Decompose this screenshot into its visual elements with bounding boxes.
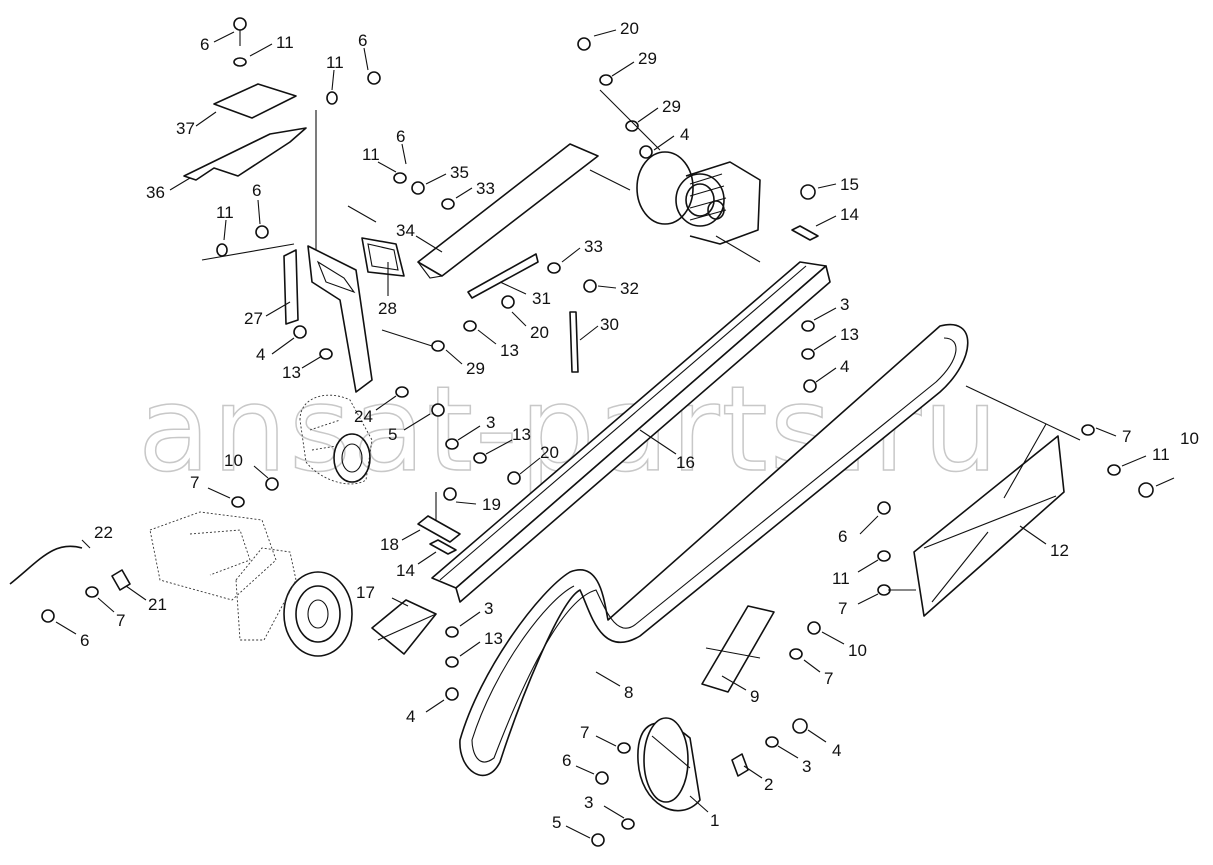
guard-9: [701, 605, 775, 693]
callout-label: 17: [356, 583, 375, 602]
callout-label: 10: [224, 451, 243, 470]
callout-label: 4: [840, 357, 849, 376]
callout-label: 33: [476, 179, 495, 198]
plate-14-upper: [791, 225, 819, 241]
callout-label: 4: [680, 125, 689, 144]
callout-label: 29: [466, 359, 485, 378]
callout-label: 6: [562, 751, 571, 770]
key-2: [731, 753, 749, 777]
callout-label: 11: [362, 145, 380, 164]
callout-label: 4: [256, 345, 265, 364]
winch-assembly: [636, 151, 761, 245]
callout-label: 30: [600, 315, 619, 334]
callout-label: 7: [116, 611, 125, 630]
bracket-frame: [307, 245, 373, 393]
callout-label: 28: [378, 299, 397, 318]
callout-label: 11: [216, 203, 234, 222]
callout-label: 16: [676, 453, 695, 472]
belt-8: [459, 323, 969, 777]
callout-label: 6: [838, 527, 847, 546]
callout-label: 3: [484, 599, 493, 618]
callout-label: 13: [840, 325, 859, 344]
callout-label: 14: [840, 205, 859, 224]
bracket-17: [371, 599, 437, 655]
callout-label: 6: [358, 31, 367, 50]
callout-label: 6: [200, 35, 209, 54]
callout-label: 3: [584, 793, 593, 812]
callout-label: 7: [838, 599, 847, 618]
callout-label: 6: [80, 631, 89, 650]
callout-label: 7: [190, 473, 199, 492]
callout-label: 18: [380, 535, 399, 554]
callout-label: 4: [832, 741, 841, 760]
bracket-27: [283, 249, 299, 325]
callout-label: 20: [530, 323, 549, 342]
callout-label: 22: [94, 523, 113, 542]
callout-label: 36: [146, 183, 165, 202]
callout-label: 11: [832, 569, 850, 588]
callout-label: 2: [764, 775, 773, 794]
rod-30: [569, 311, 579, 373]
callout-label: 8: [624, 683, 633, 702]
callout-label: 7: [1122, 427, 1131, 446]
hose-22: [9, 545, 83, 585]
drive-hub-ghost: [149, 511, 353, 657]
callout-label: 11: [276, 33, 294, 52]
callout-label: 11: [326, 53, 344, 72]
callout-label: 27: [244, 309, 263, 328]
callout-label: 32: [620, 279, 639, 298]
bracket-18: [417, 515, 461, 543]
callout-label: 34: [396, 221, 415, 240]
callout-label: 13: [484, 629, 503, 648]
tube-34: [417, 143, 599, 277]
callout-label: 31: [532, 289, 551, 308]
callout-label: 20: [620, 19, 639, 38]
callout-label: 5: [552, 813, 561, 832]
callout-label: 3: [486, 413, 495, 432]
callout-labels: 6 11 11 6 37 36 11 6 35 33 11 6 34 27 28…: [55, 19, 1199, 839]
callout-label: 10: [848, 641, 867, 660]
callout-label: 3: [802, 757, 811, 776]
callout-label: 12: [1050, 541, 1069, 560]
callout-label: 5: [388, 425, 397, 444]
hardware: [41, 17, 1154, 847]
callout-label: 15: [840, 175, 859, 194]
callout-label: 10: [1180, 429, 1199, 448]
callout-label: 7: [580, 723, 589, 742]
callout-label: 33: [584, 237, 603, 256]
callout-label: 14: [396, 561, 415, 580]
callout-label: 13: [282, 363, 301, 382]
callout-label: 21: [148, 595, 167, 614]
shield-12: [913, 435, 1065, 617]
callout-label: 37: [176, 119, 195, 138]
clip-21: [111, 569, 131, 591]
hydraulic-motor-ghost: [299, 394, 373, 485]
plate-14-lower: [429, 539, 457, 555]
callout-label: 6: [252, 181, 261, 200]
callout-label: 20: [540, 443, 559, 462]
callout-label: 3: [840, 295, 849, 314]
cover-plate-37: [213, 83, 297, 119]
bracket-31: [467, 253, 539, 299]
assembly-lines: [201, 89, 1081, 591]
callout-label: 29: [638, 49, 657, 68]
bracket-36: [183, 127, 307, 181]
callout-label: 9: [750, 687, 759, 706]
callout-label: 13: [500, 341, 519, 360]
callout-label: 1: [710, 811, 719, 830]
callout-label: 7: [824, 669, 833, 688]
callout-label: 4: [406, 707, 415, 726]
callout-label: 24: [354, 407, 373, 426]
callout-label: 13: [512, 425, 531, 444]
callout-label: 6: [396, 127, 405, 146]
callout-label: 35: [450, 163, 469, 182]
callout-label: 19: [482, 495, 501, 514]
callout-label: 11: [1152, 445, 1170, 464]
callout-label: 29: [662, 97, 681, 116]
